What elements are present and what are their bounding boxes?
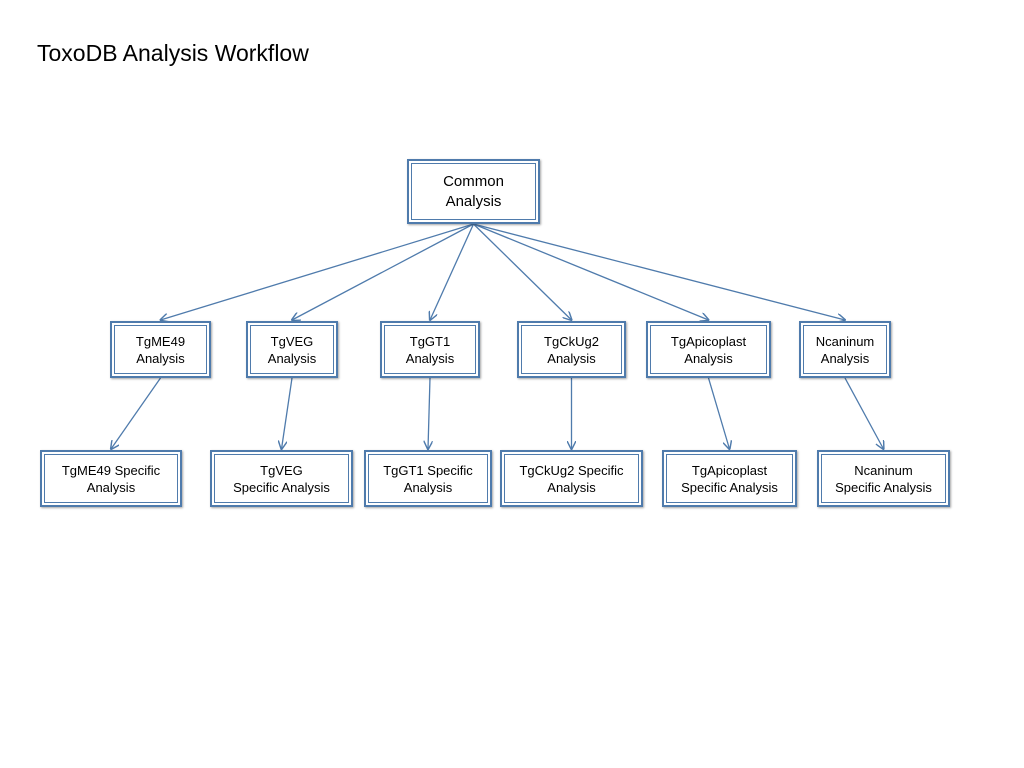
connector-common-to-tgme49 [161, 223, 474, 320]
ncaninum-analysis-node: Ncaninum Analysis [799, 321, 891, 378]
tggt1-specific-analysis-label: TgGT1 Specific Analysis [383, 462, 473, 495]
tggt1-specific-analysis-node: TgGT1 Specific Analysis [364, 450, 492, 507]
tgveg-specific-analysis-node: TgVEG Specific Analysis [210, 450, 353, 507]
tgckug2-specific-analysis-label: TgCkUg2 Specific Analysis [519, 462, 624, 495]
tggt1-analysis-label: TgGT1 Analysis [405, 333, 455, 366]
tggt1-analysis-node: TgGT1 Analysis [380, 321, 480, 378]
tgapicoplast-analysis-label: TgApicoplast Analysis [670, 333, 747, 366]
tgapicoplast-specific-analysis-node: TgApicoplast Specific Analysis [662, 450, 797, 507]
tgme49-analysis-label: TgME49 Analysis [135, 333, 186, 366]
connector-tggt1-to-tggt1_specific [428, 377, 430, 449]
connector-common-to-tgckug2 [473, 223, 572, 320]
connector-common-to-tggt1 [430, 223, 475, 320]
tgckug2-analysis-label: TgCkUg2 Analysis [544, 333, 599, 366]
connector-tgveg-to-tgveg_specific [282, 377, 293, 449]
connector-ncaninum-to-ncaninum_specific [844, 377, 884, 449]
common-analysis-node: Common Analysis [407, 159, 540, 224]
tgveg-analysis-node: TgVEG Analysis [246, 321, 338, 378]
ncaninum-specific-analysis-node: Ncaninum Specific Analysis [817, 450, 950, 507]
tgveg-specific-analysis-label: TgVEG Specific Analysis [233, 462, 330, 495]
tgckug2-specific-analysis-node: TgCkUg2 Specific Analysis [500, 450, 643, 507]
tgme49-analysis-node: TgME49 Analysis [110, 321, 211, 378]
tgapicoplast-analysis-node: TgApicoplast Analysis [646, 321, 771, 378]
connector-tgme49-to-tgme49_specific [111, 377, 162, 449]
connector-common-to-ncaninum [473, 223, 846, 320]
tgapicoplast-specific-analysis-label: TgApicoplast Specific Analysis [681, 462, 778, 495]
ncaninum-specific-analysis-label: Ncaninum Specific Analysis [835, 462, 932, 495]
page-title: ToxoDB Analysis Workflow [37, 40, 309, 66]
connector-tgapicoplast-to-tgapicoplast_specific [707, 377, 730, 449]
connector-common-to-tgapicoplast [473, 223, 709, 320]
tgveg-analysis-label: TgVEG Analysis [267, 333, 317, 366]
ncaninum-analysis-label: Ncaninum Analysis [815, 333, 875, 366]
tgme49-specific-analysis-label: TgME49 Specific Analysis [61, 462, 161, 495]
common-analysis-label: Common Analysis [443, 172, 504, 210]
tgme49-specific-analysis-node: TgME49 Specific Analysis [40, 450, 182, 507]
tgckug2-analysis-node: TgCkUg2 Analysis [517, 321, 626, 378]
connector-common-to-tgveg [292, 223, 474, 320]
